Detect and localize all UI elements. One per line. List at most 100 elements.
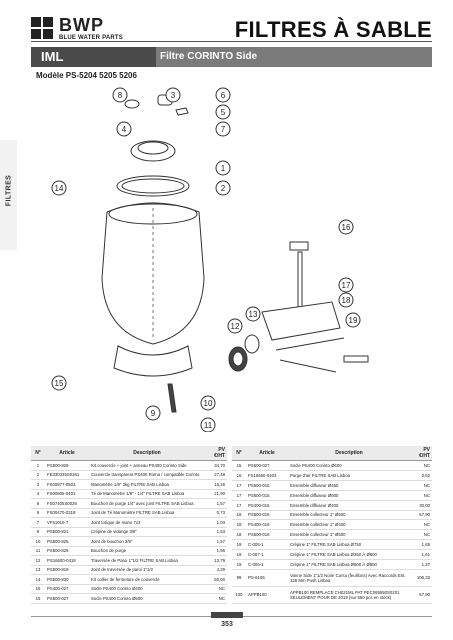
cell-price: 0,62 xyxy=(410,470,432,481)
cell-num: 11 xyxy=(31,546,45,556)
tank-base xyxy=(113,345,193,377)
cell-article: PS500-825 xyxy=(45,536,89,547)
callout-6: 6 xyxy=(215,87,231,103)
collector-assembly xyxy=(261,301,341,341)
cell-price: 1,65 xyxy=(410,539,432,551)
svg-text:19: 19 xyxy=(349,316,358,325)
cell-description: Bouchon de purge xyxy=(89,546,205,556)
cell-article: VF51010-7 xyxy=(45,517,89,528)
svg-text:16: 16 xyxy=(342,223,351,232)
cell-price: NC xyxy=(410,460,432,471)
cell-article: PS500-829 xyxy=(45,460,89,471)
callout-3: 3 xyxy=(165,87,181,103)
cell-price: NC xyxy=(205,584,227,594)
callout-18: 18 xyxy=(338,292,354,308)
cell-description: Crépine 1" FILTRE SAB Lisboa Ø750 xyxy=(288,539,410,551)
page-title: FILTRES À SABLE xyxy=(234,17,432,42)
callout-19: 19 xyxy=(345,312,361,328)
callout-9: 9 xyxy=(145,405,161,421)
brand-subtitle: BLUE WATER PARTS xyxy=(59,35,123,41)
callout-15: 15 xyxy=(51,375,67,391)
cell-description: Traversée de Paroi 1"1/2 FILTRE SAB Lisb… xyxy=(89,555,205,566)
svg-text:4: 4 xyxy=(122,125,127,134)
col-header-price: PV €/HT xyxy=(410,446,432,461)
cell-article: PS500-821 xyxy=(45,527,89,537)
svg-text:9: 9 xyxy=(151,409,156,418)
tee-fitting xyxy=(124,99,140,109)
cell-description: Manomètre 1/8" 3kg FILTRE SAB Lisboa xyxy=(89,479,205,490)
cell-price: 57,90 xyxy=(410,510,432,521)
cell-price: 13,79 xyxy=(205,555,227,566)
cell-num: 5 xyxy=(31,498,45,509)
col-header-article: Article xyxy=(246,446,288,461)
cell-description: Ensemble collecteur 1" Ø500 xyxy=(288,529,410,541)
header-rule xyxy=(31,41,432,42)
svg-text:5: 5 xyxy=(221,108,226,117)
cell-num: 15 xyxy=(31,584,45,594)
cell-description: Té de Manomètre 1/8" - 1/4" FILTRE SAB L… xyxy=(89,489,205,499)
cell-description: Kit collier de fermeture de couvercle xyxy=(89,574,205,585)
cell-description: Socle PS400 Corinto Ø600 xyxy=(288,460,410,471)
cell-num: 16 xyxy=(232,470,246,481)
cell-description: APPB100 REMPLACE CH021ML PAT PEC065550S0… xyxy=(288,586,410,604)
col-header-description: Description xyxy=(89,446,205,461)
cell-price: 1,37 xyxy=(410,559,432,570)
cell-price: 4,29 xyxy=(205,565,227,575)
cell-description: Joint de traversée de paroi 1"1/2 xyxy=(89,565,205,575)
cell-description: Socle PS400 Corinto Ø500 xyxy=(89,593,205,604)
svg-text:14: 14 xyxy=(55,184,64,193)
cell-article: PS400-015 xyxy=(246,500,288,511)
cell-description: Bouchon de purge 1/4" avec joint FILTRE … xyxy=(89,498,205,509)
cell-description: Crépine 1" FILTRE SAB Lisboa Ø350 À Ø600 xyxy=(288,549,410,561)
cell-description: Joint de bouchon 3/8" xyxy=(89,536,205,547)
svg-text:10: 10 xyxy=(204,399,213,408)
cell-num: 6 xyxy=(31,508,45,518)
page-number: 353 xyxy=(221,621,233,628)
cell-price: NC xyxy=(410,529,432,541)
table-header-row: N° Article Description PV €/HT xyxy=(31,446,227,461)
cell-price: 1,03 xyxy=(205,517,227,528)
svg-text:8: 8 xyxy=(118,91,123,100)
cell-article: C-007-1 xyxy=(246,549,288,561)
svg-text:18: 18 xyxy=(342,296,351,305)
cell-article: FS00905-0401 xyxy=(45,489,89,499)
cell-article: C-005-1 xyxy=(246,539,288,551)
cell-num: 3 xyxy=(31,479,45,490)
callout-17: 17 xyxy=(338,277,354,293)
svg-text:3: 3 xyxy=(171,91,176,100)
cell-description: Ensemble diffuseur Ø600 xyxy=(288,490,410,501)
cell-description: Crépine 1" FILTRE SAB Lisboa Ø600 À Ø900 xyxy=(288,559,410,570)
model-line: Modèle PS-5204 5205 5206 xyxy=(36,71,137,80)
cell-num: 13 xyxy=(31,565,45,575)
callout-14: 14 xyxy=(51,180,67,196)
cell-num: 99 xyxy=(232,569,246,587)
callout-7: 7 xyxy=(215,121,231,137)
diffuser-pipe xyxy=(297,251,303,308)
section-product-name: Filtre CORINTO Side xyxy=(160,51,258,62)
air-purge xyxy=(289,241,309,251)
cell-price: NC xyxy=(410,480,432,491)
filter-tank xyxy=(101,202,205,345)
callout-12: 12 xyxy=(227,318,243,334)
svg-text:2: 2 xyxy=(221,184,226,193)
cell-description: Crépine de vidange 3/8" xyxy=(89,527,205,537)
cell-article: APPB100 xyxy=(246,586,288,604)
cell-num: 2 xyxy=(31,470,45,480)
cell-article: PS500-819 xyxy=(45,565,89,575)
cell-description: Vanne Side 1"1/2 Noire Corso (feuillons)… xyxy=(288,569,410,587)
cell-description: Joint de Té Manomètre FILTRE SAB Lisboa xyxy=(89,508,205,518)
cell-price: NC xyxy=(410,490,432,501)
